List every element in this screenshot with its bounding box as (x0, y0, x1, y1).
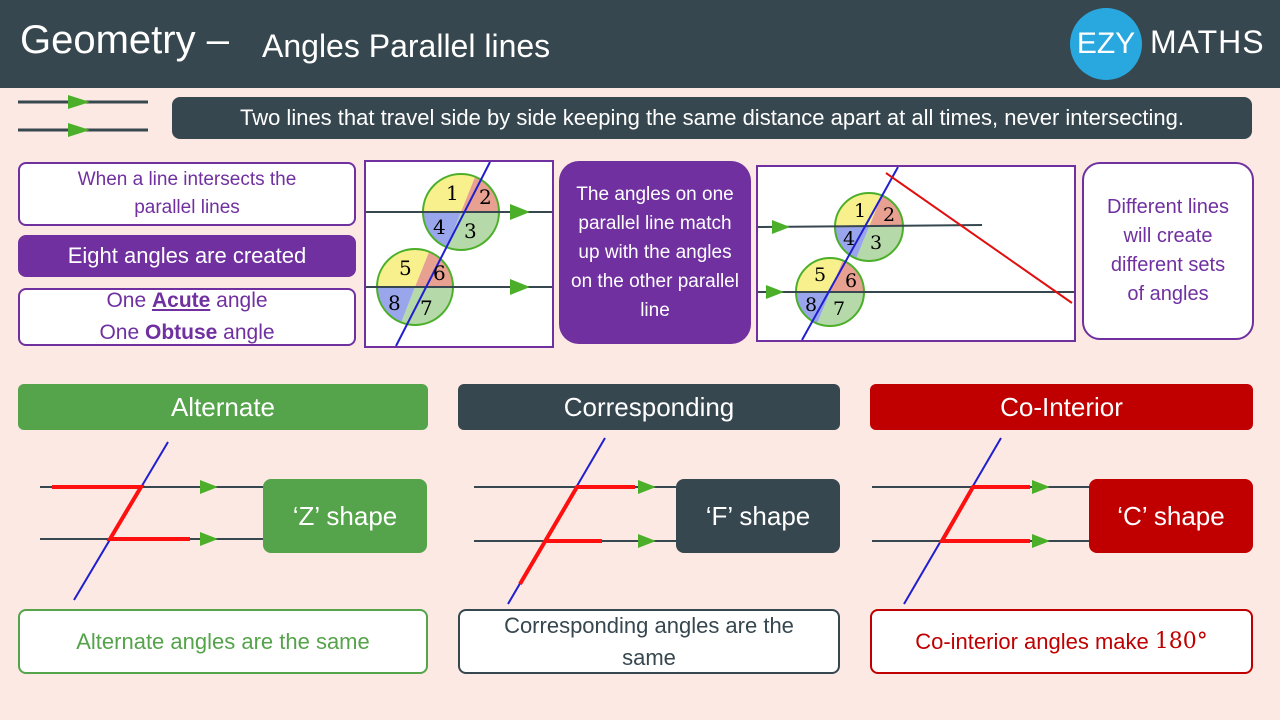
acute-line: One Acute angle (106, 285, 267, 317)
co-interior-rule-text: Co-interior angles make (915, 628, 1149, 654)
angle-label-5: 5 (399, 256, 412, 280)
angle-label-2b: 2 (883, 204, 895, 226)
co-interior-rule-value: 180° (1154, 629, 1208, 654)
acute-suffix: angle (210, 289, 268, 312)
alternate-rule: Alternate angles are the same (18, 609, 428, 674)
co-interior-title: Co-Interior (870, 384, 1253, 430)
angle-label-4b: 4 (843, 228, 855, 250)
angle-label-1b: 1 (854, 200, 866, 222)
z-shape-label: ‘Z’ shape (263, 479, 427, 553)
angle-label-6: 6 (433, 261, 446, 285)
angle-label-7: 7 (420, 296, 433, 320)
c-shape-label: ‘C’ shape (1089, 479, 1253, 553)
acute-word: Acute (151, 289, 211, 312)
obtuse-suffix: angle (217, 321, 275, 344)
matching-angles-note: The angles on one parallel line match up… (559, 161, 751, 344)
z-shape-diagram (40, 441, 268, 601)
obtuse-word: Obtuse (144, 321, 218, 344)
acute-prefix: One (106, 289, 152, 312)
angle-label-7b: 7 (833, 298, 845, 320)
parallel-lines-icon (18, 95, 148, 137)
different-lines-svg: 1 2 3 4 5 6 7 8 (757, 166, 1074, 341)
angles-diagram-svg: 1 2 3 4 5 6 7 8 (366, 161, 552, 347)
obtuse-prefix: One (99, 321, 145, 344)
logo-badge: EZY (1070, 8, 1142, 80)
f-shape-diagram (474, 437, 676, 605)
different-lines-diagram: 1 2 3 4 5 6 7 8 (756, 165, 1076, 342)
eight-angles-note: Eight angles are created (18, 235, 356, 277)
angle-kinds-note: One Acute angle One Obtuse angle (18, 288, 356, 346)
angle-label-3b: 3 (870, 232, 882, 254)
angle-label-8: 8 (388, 291, 401, 315)
angle-label-8b: 8 (805, 294, 817, 316)
f-shape-label: ‘F’ shape (676, 479, 840, 553)
corresponding-title: Corresponding (458, 384, 840, 430)
intersect-note: When a line intersects the parallel line… (18, 162, 356, 226)
angle-label-4: 4 (433, 215, 446, 239)
c-shape-diagram (872, 437, 1090, 605)
page-title: Geometry – (20, 18, 229, 62)
definition-banner: Two lines that travel side by side keepi… (172, 97, 1252, 139)
header-bar (0, 0, 1280, 88)
corresponding-rule: Corresponding angles are the same (458, 609, 840, 674)
obtuse-line: One Obtuse angle (99, 317, 274, 349)
different-lines-note: Different lines will create different se… (1082, 162, 1254, 340)
logo-text: MATHS (1150, 24, 1265, 60)
angle-label-2: 2 (479, 185, 492, 209)
angle-label-1: 1 (446, 181, 459, 205)
page-subtitle: Angles Parallel lines (262, 28, 551, 64)
alternate-title: Alternate (18, 384, 428, 430)
angle-label-3: 3 (464, 219, 477, 243)
angle-label-5b: 5 (814, 264, 826, 286)
angles-diagram: 1 2 3 4 5 6 7 8 (364, 160, 554, 348)
angle-label-6b: 6 (845, 270, 857, 292)
